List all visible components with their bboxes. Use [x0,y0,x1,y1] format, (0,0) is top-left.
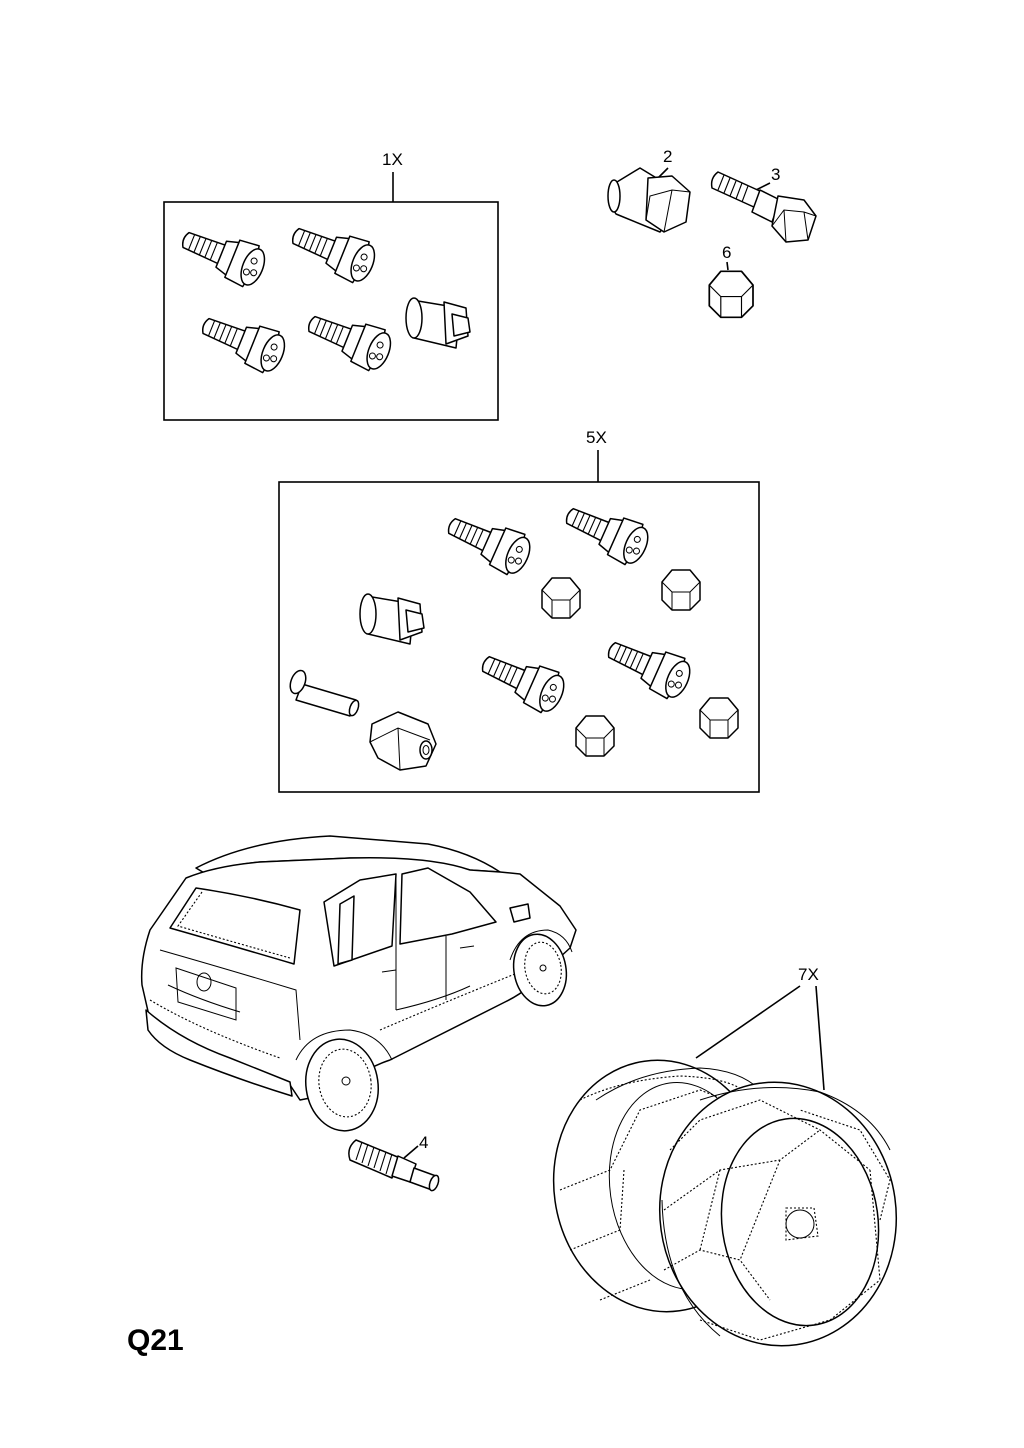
locking-bolt [474,642,571,719]
locking-bolt [440,504,537,581]
valve-adapter [348,1139,440,1192]
callout-label-1x: 1X [382,150,403,169]
cap-nut [607,167,691,233]
hex-nut [575,715,615,757]
locking-bolt [600,628,697,705]
callout-6: 6 [722,243,731,271]
callout-3: 3 [751,165,780,193]
wheel-stud [289,669,360,717]
callout-label-7x: 7X [798,965,819,984]
vehicle-illustration [140,835,577,1132]
hex-nut [541,577,581,619]
callout-4: 4 [403,1133,428,1159]
locking-bolt [284,213,382,288]
locking-bolt [174,217,272,292]
callout-label-5x: 5X [586,428,607,447]
callout-label-3: 3 [771,165,780,184]
locking-bolt [558,494,655,571]
callout-label-6: 6 [722,243,731,262]
hex-nut [708,270,754,319]
snow-chain-tires [552,1059,898,1347]
hex-nut [661,569,701,611]
callout-label-4: 4 [419,1133,428,1152]
callout-label-2: 2 [663,147,672,166]
lock-key-socket [359,593,425,645]
callout-5x: 5X [586,428,607,482]
lock-key-socket [405,297,471,349]
locking-bolt-set-box [163,201,499,421]
hex-nut [699,697,739,739]
sleeve-nut [369,711,437,771]
locking-bolt [300,301,398,376]
locking-bolt-set-5x-box [278,481,760,793]
page-code: Q21 [127,1324,184,1357]
locking-bolt [194,303,292,378]
wheel-bolt [710,171,817,243]
callout-7x: 7X [695,965,825,1091]
callout-1x: 1X [382,150,403,202]
